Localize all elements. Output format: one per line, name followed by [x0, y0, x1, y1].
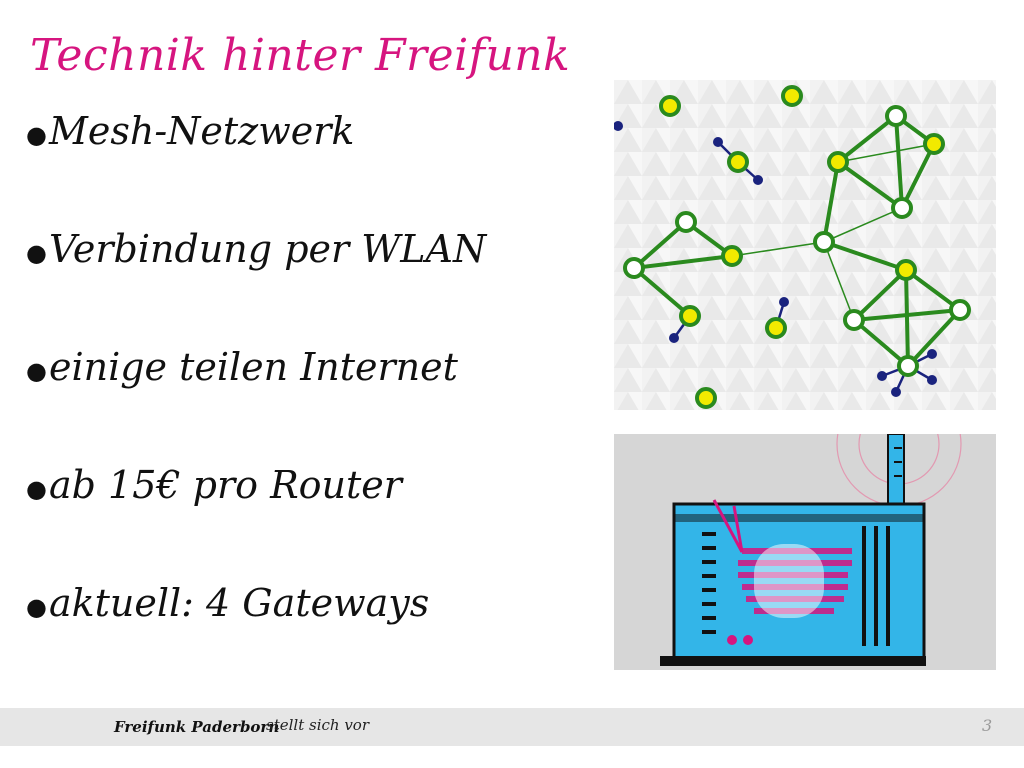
page-number: 3: [982, 716, 993, 735]
bullet-text: Mesh-Netzwerk: [48, 109, 355, 153]
bullet-text: aktuell: 4 Gateways: [48, 581, 430, 625]
bullet-dot-icon: ●: [26, 238, 47, 267]
mesh-network-illustration: [614, 80, 996, 410]
bullet-item: ●ab 15€ pro Router: [26, 462, 486, 580]
slide-title: Technik hinter Freifunk: [30, 30, 571, 81]
router-illustration: [614, 434, 996, 670]
bullet-item: ●einige teilen Internet: [26, 344, 486, 462]
bullet-dot-icon: ●: [26, 592, 47, 621]
bullet-dot-icon: ●: [26, 474, 47, 503]
bullet-dot-icon: ●: [26, 120, 47, 149]
bullet-text: Verbindung per WLAN: [48, 227, 487, 271]
bullet-item: ●Verbindung per WLAN: [26, 226, 486, 344]
bullet-item: ●Mesh-Netzwerk: [26, 108, 486, 226]
footer-bar: [0, 708, 1024, 746]
bullet-item: ●aktuell: 4 Gateways: [26, 580, 486, 698]
footer-org-name: Freifunk Paderborn: [114, 718, 280, 736]
bullet-text: ab 15€ pro Router: [48, 463, 402, 507]
bullet-dot-icon: ●: [26, 356, 47, 385]
bullet-list: ●Mesh-Netzwerk ●Verbindung per WLAN ●ein…: [26, 108, 486, 698]
bullet-text: einige teilen Internet: [48, 345, 458, 389]
footer-subtitle: stellt sich vor: [266, 716, 369, 734]
